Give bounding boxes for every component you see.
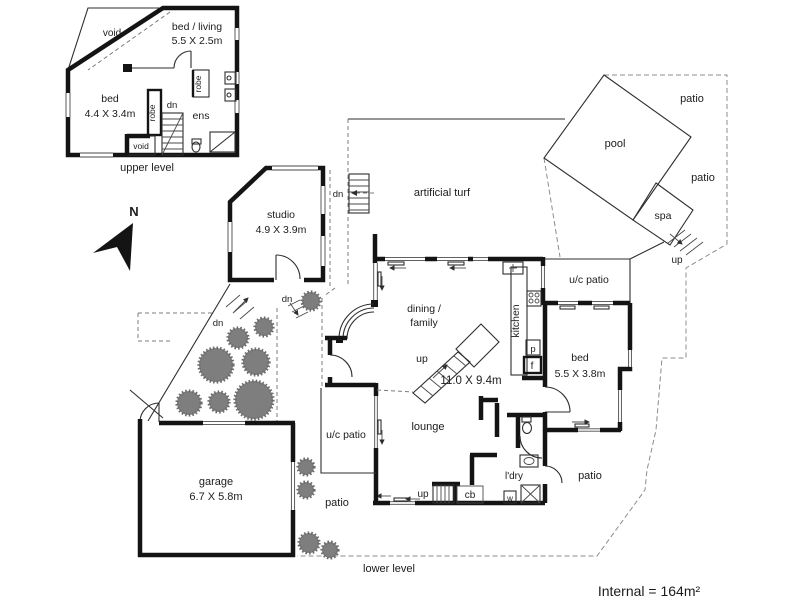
washer-box <box>503 490 517 504</box>
label-patio-w: patio <box>325 497 349 509</box>
stairs-dn-studio: dn <box>333 173 374 214</box>
label-cupboard: cb <box>465 490 476 501</box>
sink <box>502 261 524 275</box>
label-turf: artificial turf <box>414 187 471 199</box>
main-house-walls <box>320 234 633 506</box>
site-boundary <box>297 74 728 557</box>
garage-room: garage 6.7 X 5.8m <box>137 402 296 558</box>
label-patio-se: patio <box>578 470 602 482</box>
cooktop <box>526 290 542 307</box>
stairs-main-up <box>376 351 471 404</box>
label-up-lower: up <box>417 489 429 500</box>
label-pantry: p <box>530 344 535 355</box>
garden-steps-left <box>225 294 255 320</box>
upper-level-inset: void bed / living 5.5 X 2.5m bed 4.4 X 3… <box>64 5 241 174</box>
label-main-bed: bed <box>571 352 589 364</box>
north-arrow-glyph <box>93 223 133 271</box>
label-dn-studio: dn <box>333 189 344 200</box>
garden-paths: dn dn <box>129 283 309 422</box>
label-uc-patio-entry: u/c patio <box>326 429 366 441</box>
stairs-upper-dn <box>161 112 184 156</box>
label-north: N <box>129 204 138 219</box>
label-pool: pool <box>605 138 626 150</box>
label-dn-path-left: dn <box>213 318 224 329</box>
label-dining-2: family <box>410 317 438 329</box>
label-uc-patio-top: u/c patio <box>569 274 609 286</box>
toilet <box>521 421 533 435</box>
spa-steps <box>667 229 704 256</box>
fridge-box <box>522 355 543 375</box>
vanity <box>519 454 539 468</box>
kitchen-fixtures <box>455 261 543 376</box>
label-upper-dn: dn <box>167 100 178 111</box>
label-up-main: up <box>416 353 428 365</box>
stairs-lower-up <box>405 484 455 504</box>
label-studio-dim: 4.9 X 3.9m <box>256 224 307 236</box>
plan-captions: lower level Internal = 164m² <box>363 563 700 599</box>
label-main-bed-dim: 5.5 X 3.8m <box>555 368 606 380</box>
label-washer: w <box>506 494 513 503</box>
label-robe-bed: robe <box>147 104 157 121</box>
label-void-main: void <box>103 28 121 39</box>
label-patio-ne: patio <box>680 93 704 105</box>
label-up-spa: up <box>671 255 683 266</box>
label-kitchen: kitchen <box>510 304 522 337</box>
label-lower-level: lower level <box>363 563 415 575</box>
label-patio-e: patio <box>691 172 715 184</box>
label-void-stair: void <box>133 141 149 151</box>
shower <box>520 484 541 504</box>
label-garage: garage <box>199 476 233 488</box>
upper-robe-bed <box>146 88 163 137</box>
upper-robe-ens <box>191 69 210 98</box>
label-internal-area: Internal = 164m² <box>598 583 701 599</box>
label-dn-path-right: dn <box>282 294 293 305</box>
label-upper-level: upper level <box>120 162 174 174</box>
pantry-box <box>525 339 541 356</box>
shrubs <box>175 290 340 560</box>
studio-room: studio 4.9 X 3.9m <box>226 164 327 284</box>
north-arrow: N <box>93 204 139 271</box>
ensuite-fixtures <box>191 71 237 153</box>
upper-void-stair <box>124 133 156 156</box>
cupboard-box <box>456 485 484 504</box>
label-bed-living: bed / living <box>172 21 222 33</box>
label-garage-dim: 6.7 X 5.8m <box>189 491 242 503</box>
pool-area: pool spa patio patio up <box>543 74 715 266</box>
label-lounge: lounge <box>411 421 444 433</box>
label-dining-1: dining / <box>407 303 441 315</box>
label-robe-ens: robe <box>193 75 203 92</box>
label-bed-living-dim: 5.5 X 2.5m <box>172 35 223 47</box>
main-house-labels: dining / family kitchen up 11.0 X 9.4m u… <box>325 274 609 509</box>
bathroom-fixtures <box>456 416 541 504</box>
label-ens: ens <box>193 110 210 122</box>
spa-outline <box>632 182 694 246</box>
label-spa: spa <box>655 210 672 222</box>
label-overall-dim: 11.0 X 9.4m <box>440 375 501 387</box>
label-studio: studio <box>267 209 295 221</box>
label-laundry: l'dry <box>505 471 523 482</box>
garden-steps-right <box>287 299 309 319</box>
label-upper-bed-dim: 4.4 X 3.4m <box>85 108 136 120</box>
label-fridge: f <box>531 361 534 372</box>
label-upper-bed: bed <box>101 93 119 105</box>
